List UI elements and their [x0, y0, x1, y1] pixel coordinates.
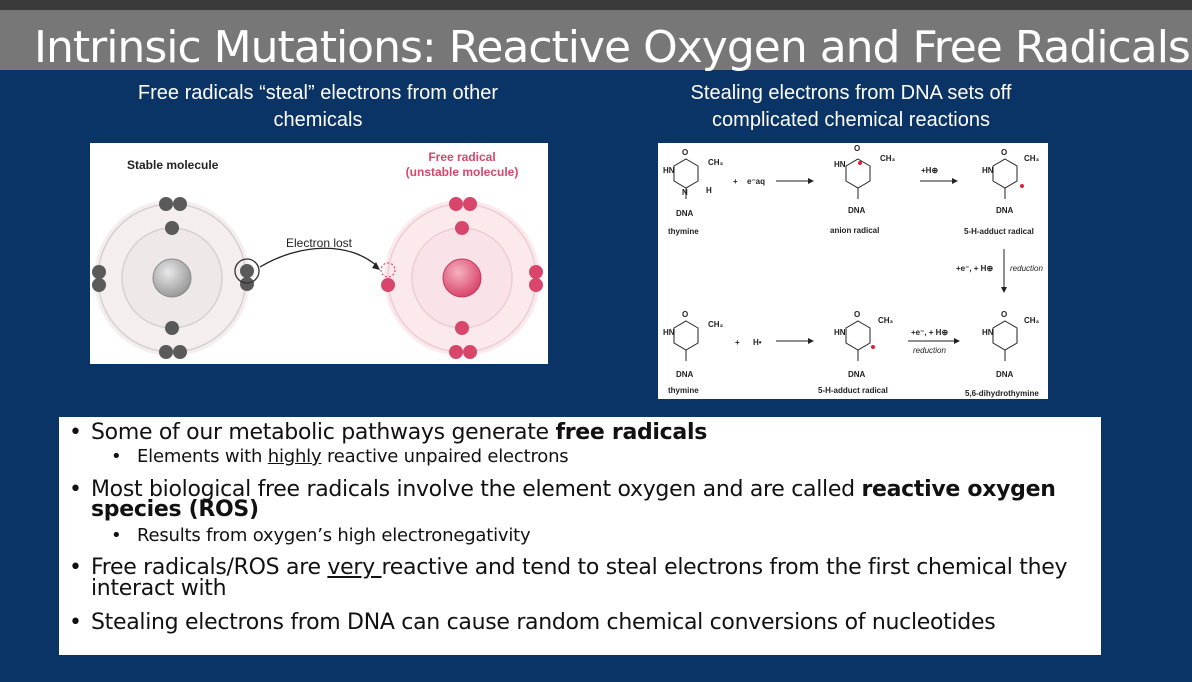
sub-bullet-mark: • [111, 446, 122, 467]
electron-lost-label: Electron lost [286, 236, 353, 250]
unstable-molecule-label: (unstable molecule) [406, 165, 519, 179]
ch3-label-6: CH₃ [1024, 316, 1040, 325]
o-label-5: O [854, 310, 860, 319]
hn-label-3: HN [982, 166, 994, 175]
plus-label-1: + [733, 177, 738, 186]
bullet-3-post: reactive and tend to steal electrons fro… [381, 555, 1068, 580]
hn-label-6: HN [982, 328, 994, 337]
bullet-mark: • [69, 477, 82, 502]
hn-label: HN [663, 166, 675, 175]
h-label: H [706, 186, 712, 195]
bullet-3: • Free radicals/ROS are very reactive and… [69, 555, 1068, 580]
dna-reaction-svg: O HN CH₃ N H DNA thymine + e⁻aq O HN CH₃… [663, 144, 1043, 398]
sub-bullet-1-post: reactive unpaired electrons [321, 446, 569, 467]
dna-label-2: DNA [848, 206, 866, 215]
bullet-4: • Stealing electrons from DNA can cause r… [69, 610, 996, 635]
hn-label-5: HN [834, 328, 846, 337]
dna-label-1: DNA [676, 209, 694, 218]
bullet-3-line2: interact with [91, 576, 227, 601]
vertical-reduction: reduction [1010, 264, 1043, 273]
thymine-label-1: thymine [668, 227, 699, 236]
bullet-mark: • [69, 610, 82, 635]
free-radical-label: Free radical [428, 150, 495, 164]
stable-atom [92, 197, 260, 359]
adduct-label-1: 5-H-adduct radical [964, 227, 1034, 236]
o-label-2: O [854, 144, 860, 153]
bullet-2-line2: species (ROS) [91, 499, 259, 521]
bullet-1-text: Some of our metabolic pathways generate [91, 420, 556, 445]
sub-bullet-2: • Results from oxygen’s high electronegat… [111, 525, 531, 546]
slide-title: Intrinsic Mutations: Reactive Oxygen and… [34, 22, 1191, 73]
row2-reduction: reduction [913, 346, 946, 355]
dihydrothymine-label: 5,6-dihydrothymine [965, 389, 1039, 398]
dna-reaction-diagram: O HN CH₃ N H DNA thymine + e⁻aq O HN CH₃… [658, 143, 1048, 399]
bullet-2-bold-2: species (ROS) [91, 497, 259, 522]
bullet-2-text: Most biological free radicals involve th… [91, 477, 862, 502]
hn-label-4: HN [663, 328, 675, 337]
bullet-1: • Some of our metabolic pathways generate… [69, 422, 707, 444]
dna-label-6: DNA [996, 370, 1014, 379]
atom-diagram-svg: Stable molecule Free radical (unstable m… [92, 150, 543, 359]
bullet-3-underline: very [327, 555, 382, 580]
bullet-1-bold: free radicals [555, 420, 707, 445]
hdot-label: H• [753, 338, 762, 347]
ch3-label-4: CH₃ [708, 320, 724, 329]
vertical-reagent: +e⁻, + H⊕ [956, 264, 993, 273]
o-label: O [682, 148, 688, 157]
notes-box: •Some of our metabolic pathways generate… [59, 417, 1101, 655]
atom-diagram: Stable molecule Free radical (unstable m… [90, 143, 548, 364]
o-label-4: O [682, 310, 688, 319]
stable-molecule-label: Stable molecule [127, 158, 219, 172]
hn-label-2: HN [834, 160, 846, 169]
left-caption: Free radicals “steal” electrons from oth… [137, 82, 499, 131]
bullet-mark: • [69, 420, 82, 445]
ch3-label-2: CH₃ [880, 154, 896, 163]
bullet-2-bold: reactive oxygen [861, 477, 1056, 502]
bullet-4-text: Stealing electrons from DNA can cause ra… [91, 610, 996, 635]
ch3-label: CH₃ [708, 158, 724, 167]
stable-electrons [92, 197, 254, 359]
anion-radical-label: anion radical [830, 226, 879, 235]
radical-atom [380, 197, 543, 359]
row2-reagent: +e⁻, + H⊕ [911, 328, 948, 337]
sub-bullet-1-underline: highly [267, 446, 322, 467]
thymine-label-2: thymine [668, 386, 699, 395]
electron-lost-arrow [259, 247, 379, 268]
dna-label-3: DNA [996, 206, 1014, 215]
bullet-2: • Most biological free radicals involve t… [69, 479, 1056, 501]
sub-bullet-1: • Elements with highly reactive unpaired … [111, 446, 569, 467]
plus-label-2: + [735, 338, 740, 347]
right-caption: Stealing electrons from DNA sets off com… [690, 82, 1012, 131]
eaq-label: e⁻aq [747, 177, 765, 186]
dna-label-4: DNA [676, 370, 694, 379]
radical-electrons [381, 197, 543, 359]
bullet-mark: • [69, 555, 82, 580]
title-bar: Intrinsic Mutations: Reactive Oxygen and… [0, 10, 1192, 73]
missing-electron [380, 262, 396, 278]
ch3-label-5: CH₃ [878, 316, 894, 325]
sub-bullet-mark: • [111, 525, 122, 546]
o-label-6: O [1001, 310, 1007, 319]
bullet-3-text: Free radicals/ROS are [91, 555, 328, 580]
adduct-label-2: 5-H-adduct radical [818, 386, 888, 395]
hplus-label: +H⊕ [921, 166, 938, 175]
sub-bullet-2-text: Results from oxygen’s high electronegati… [137, 525, 531, 546]
sub-bullet-1-text: Elements with [137, 446, 268, 467]
top-strip [0, 0, 1192, 10]
dna-label-5: DNA [848, 370, 866, 379]
o-label-3: O [1001, 148, 1007, 157]
ch3-label-3: CH₃ [1024, 154, 1040, 163]
n-label: N [682, 188, 688, 197]
